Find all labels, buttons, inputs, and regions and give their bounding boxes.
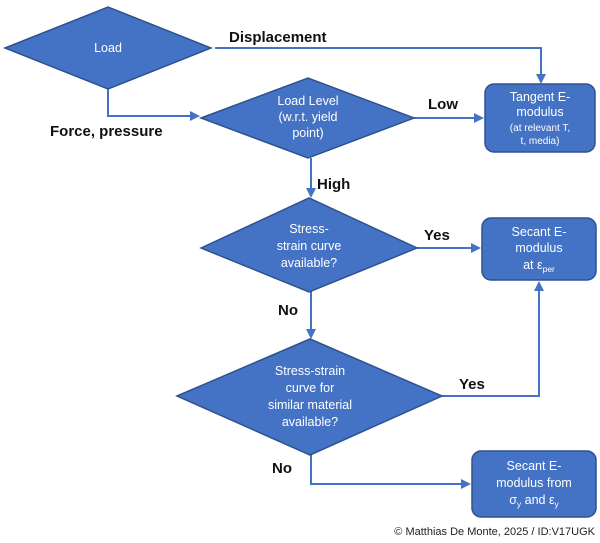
label-no-2: No [272, 460, 292, 477]
decision-load-level: Load Level (w.r.t. yield point) [198, 77, 417, 159]
result-secant-eps-sub: per [543, 264, 555, 274]
result-tangent-line4: t, media) [521, 136, 560, 147]
copyright-footer: © Matthias De Monte, 2025 / ID:V17UGK [394, 526, 595, 538]
decision-similar-line2: curve for [286, 381, 335, 395]
result-tangent-line1: Tangent E- [510, 90, 570, 104]
decision-similar-line3: similar material [268, 398, 352, 412]
edge-similar-to-secant [442, 281, 544, 397]
decision-load-level-line1: Load Level [277, 94, 338, 108]
decision-load-level-line2: (w.r.t. yield [278, 110, 337, 124]
decision-load-level-line3: point) [292, 126, 323, 140]
sigma-symbol: σ [509, 493, 517, 507]
label-yes-1: Yes [424, 227, 450, 244]
result-secant-eps: at ε [523, 258, 543, 272]
result-tangent-modulus: Tangent E- modulus (at relevant T, t, me… [484, 83, 596, 153]
result-secant-modulus: Secant E- modulus at εper [481, 217, 597, 281]
label-high: High [317, 176, 350, 193]
decision-similar-line1: Stress-strain [275, 364, 345, 378]
result-secant-line1: Secant E- [512, 225, 567, 239]
edge-load-to-tangent [215, 47, 546, 84]
result-secant-from-line3: σy and εy [509, 493, 559, 509]
result-tangent-line2: modulus [516, 105, 563, 119]
decision-stress-strain-line1: Stress- [289, 222, 329, 236]
decision-stress-strain-line2: strain curve [277, 239, 342, 253]
edge-similar-to-secant-from [310, 455, 471, 489]
and-epsilon: and ε [521, 493, 555, 507]
label-yes-2: Yes [459, 376, 485, 393]
result-tangent-line3: (at relevant T, [510, 123, 570, 134]
label-displacement: Displacement [229, 29, 327, 46]
result-secant-line3: at εper [523, 258, 555, 274]
result-secant-modulus-from: Secant E- modulus from σy and εy [471, 450, 597, 518]
decision-stress-strain-similar: Stress-strain curve for similar material… [175, 338, 444, 456]
decision-load-text: Load [94, 41, 122, 55]
result-secant-from-line2: modulus from [496, 476, 572, 490]
sigma-sub: y [517, 499, 522, 509]
decision-stress-strain: Stress- strain curve available? [199, 197, 419, 293]
decision-stress-strain-line3: available? [281, 256, 337, 270]
result-secant-from-line1: Secant E- [507, 459, 562, 473]
label-low: Low [428, 96, 458, 113]
label-no-1: No [278, 302, 298, 319]
decision-similar-line4: available? [282, 415, 338, 429]
connectors [107, 47, 546, 489]
label-force-pressure: Force, pressure [50, 123, 163, 140]
result-secant-line2: modulus [515, 241, 562, 255]
edge-load-to-load-level [107, 89, 200, 121]
decision-load: Load [2, 6, 214, 90]
epsilon-sub: y [555, 499, 560, 509]
